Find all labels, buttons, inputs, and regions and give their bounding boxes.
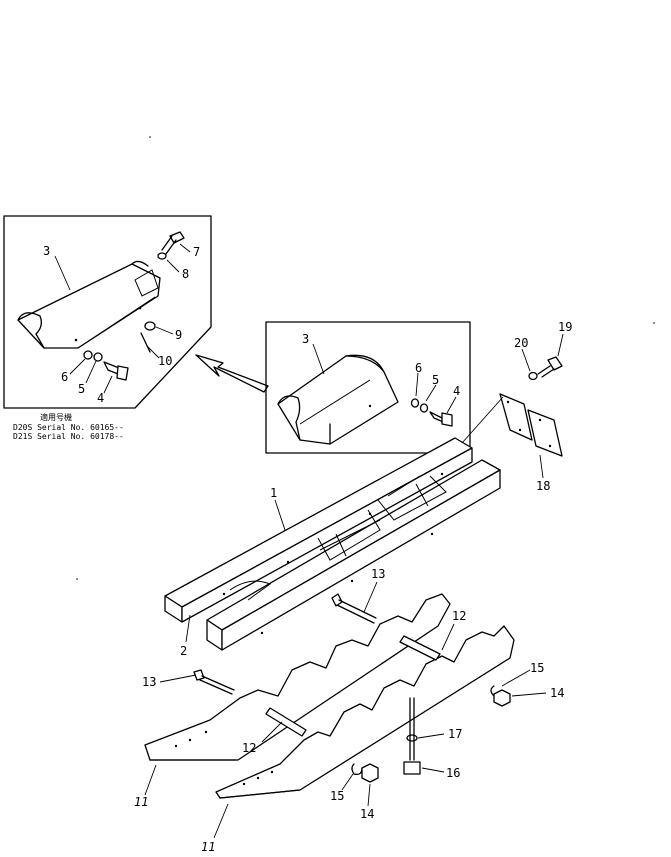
callout-5: 5 <box>78 382 85 396</box>
nut-14-right: 14 <box>493 686 564 707</box>
callout-3: 3 <box>43 244 50 258</box>
washer-6-left <box>83 350 93 360</box>
callout-14-right: 14 <box>550 686 564 700</box>
bolt-4-left <box>103 361 129 381</box>
bolt-13-lower: 13 <box>142 669 235 695</box>
callout-6-right: 6 <box>415 361 422 375</box>
plate-18: 18 <box>499 393 563 493</box>
callout-13-lower: 13 <box>142 675 156 689</box>
callout-17: 17 <box>448 727 462 741</box>
note-line-2: D21S Serial No. 60178-- <box>13 432 124 441</box>
track-guard-11-rear: 11 <box>134 593 451 809</box>
callout-12-lower: 12 <box>242 741 256 755</box>
nut-9 <box>144 321 156 331</box>
reference-arrow <box>195 354 269 393</box>
callout-13-upper: 13 <box>371 567 385 581</box>
track-guard-11-front: 11 <box>201 625 515 854</box>
callout-15-right: 15 <box>530 661 544 675</box>
callout-12-upper: 12 <box>452 609 466 623</box>
washer-5-right <box>419 403 429 413</box>
washer-20: 20 <box>514 336 538 381</box>
snap-ring-15-lower: 15 <box>330 763 363 803</box>
callout-11-rear: 11 <box>134 795 148 809</box>
callout-2: 2 <box>180 644 187 658</box>
bolt-19: 19 <box>537 320 572 378</box>
snap-ring-15-right: 15 <box>490 661 544 698</box>
callout-11-front: 11 <box>201 840 215 853</box>
callout-15-lower: 15 <box>330 789 344 803</box>
bolt-13-upper: 13 <box>331 567 385 624</box>
callout-4: 4 <box>97 391 104 405</box>
pipe-12-lower: 12 <box>242 707 307 755</box>
callout-16: 16 <box>446 766 460 780</box>
callout-20: 20 <box>514 336 528 350</box>
callout-14-lower: 14 <box>360 807 374 821</box>
bolt-16: 16 <box>403 697 460 780</box>
callout-3-right: 3 <box>302 332 309 346</box>
callout-1: 1 <box>270 486 277 500</box>
callout-18: 18 <box>536 479 550 493</box>
pin-10 <box>140 332 151 353</box>
bolt-7 <box>161 231 185 255</box>
nut-14-lower: 14 <box>360 763 379 821</box>
note-heading: 適用号機 <box>40 412 72 422</box>
callout-10: 10 <box>158 354 172 368</box>
callout-8: 8 <box>182 267 189 281</box>
callout-6: 6 <box>61 370 68 384</box>
washer-5-left <box>93 352 103 362</box>
note-line-1: D20S Serial No. 60165-- <box>13 423 124 432</box>
callout-19: 19 <box>558 320 572 334</box>
callout-4-right: 4 <box>453 384 460 398</box>
bolt-4-right <box>429 411 453 427</box>
detail-box-right: 3 6 5 4 <box>265 321 471 454</box>
pipe-12-upper: 12 <box>399 609 466 661</box>
cover-part-3-right <box>277 354 399 445</box>
washer-6-right <box>410 398 420 408</box>
washer-17: 17 <box>406 727 462 742</box>
track-frame-1: 1 2 <box>164 437 501 658</box>
applicability-note: 適用号機 D20S Serial No. 60165-- D21S Serial… <box>13 412 124 441</box>
detail-box-left: 3 7 8 9 10 6 5 4 <box>3 215 212 409</box>
callout-9: 9 <box>175 328 182 342</box>
washer-8 <box>157 252 167 260</box>
callout-5-right: 5 <box>432 373 439 387</box>
cover-part-3-left <box>17 260 161 349</box>
callout-7: 7 <box>193 245 200 259</box>
